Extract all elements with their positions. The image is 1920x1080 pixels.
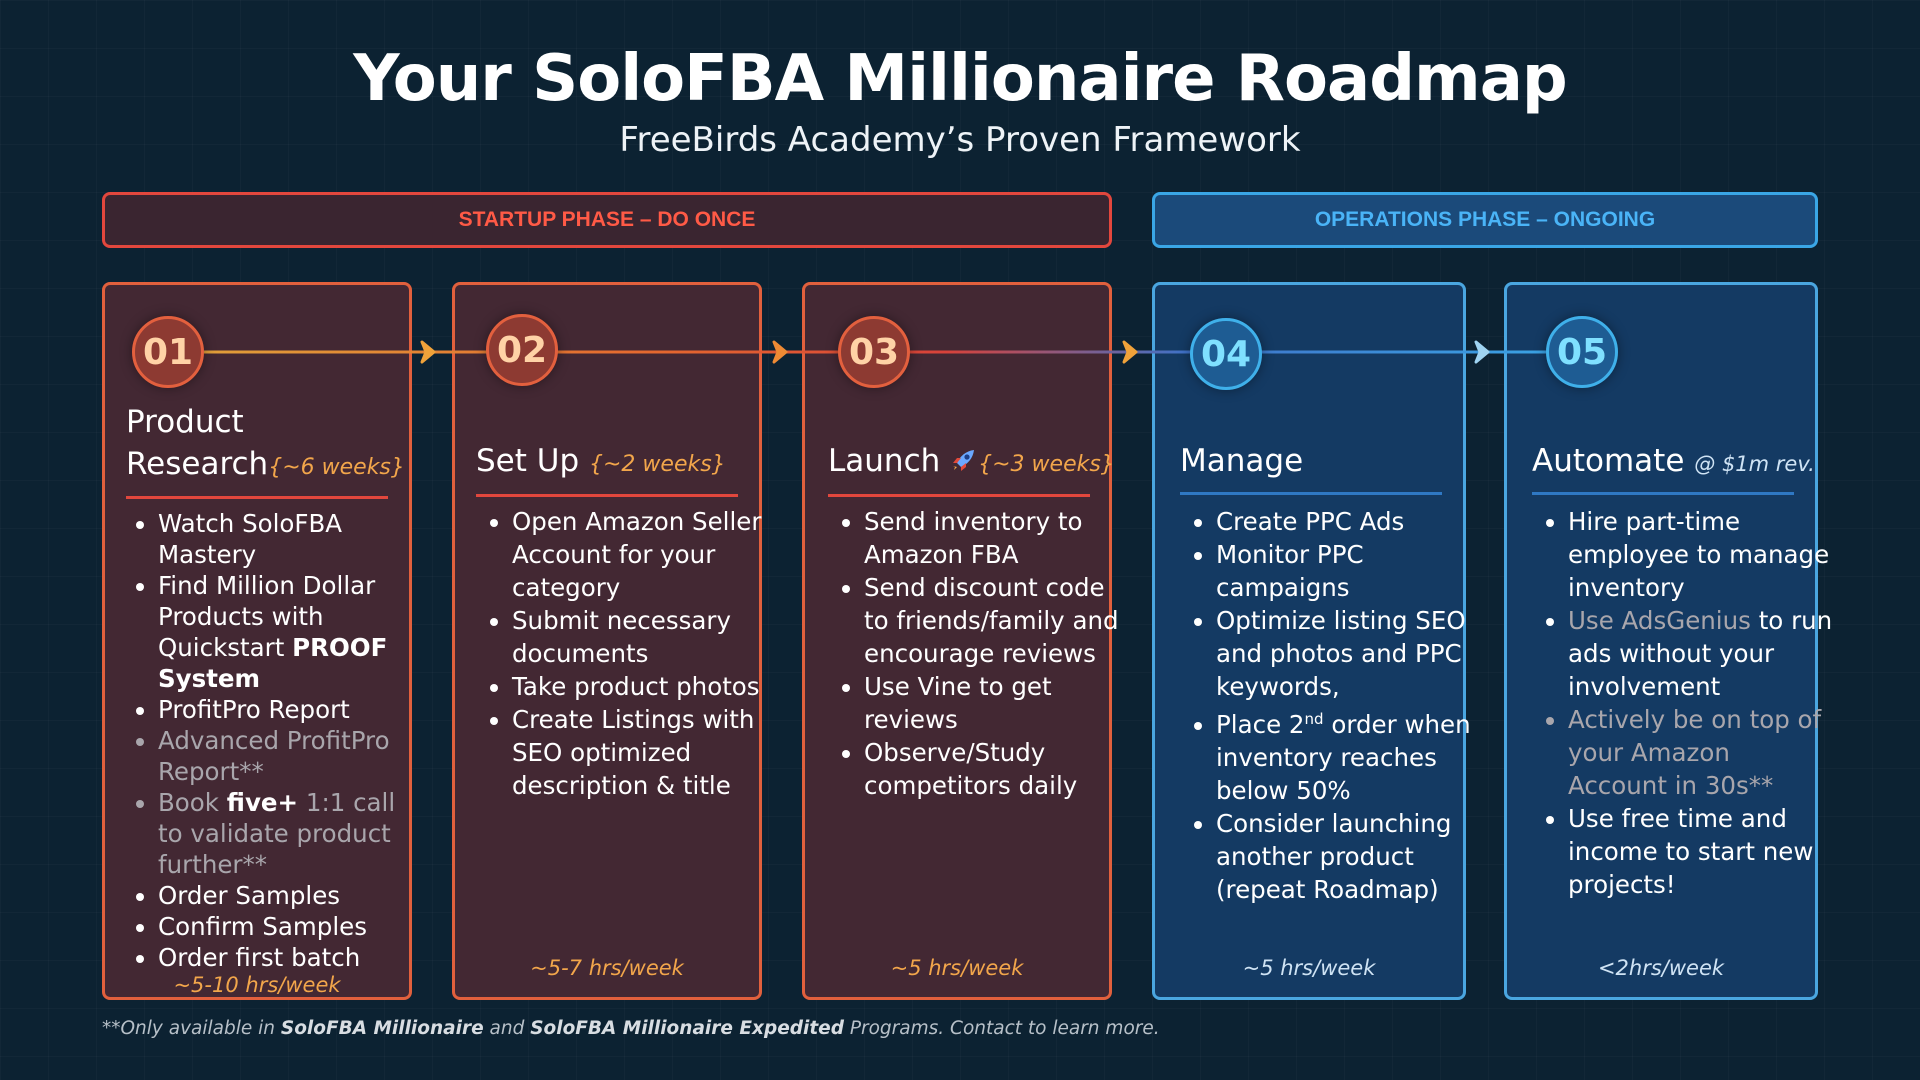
step-duration: {~2 weeks} xyxy=(589,452,726,477)
list-item: Optimize listing SEO and photos and PPC … xyxy=(1216,604,1482,703)
step-task-list: Watch SoloFBA Mastery Find Million Dolla… xyxy=(126,508,418,973)
list-item: Send discount code to friends/family and… xyxy=(864,571,1126,670)
step-task-list: Open Amazon Seller Account for your cate… xyxy=(480,505,774,802)
list-item: Submit necessary documents xyxy=(512,604,774,670)
list-item: Confirm Samples xyxy=(158,911,418,942)
list-item: Send inventory to Amazon FBA xyxy=(864,505,1126,571)
step-duration: {~6 weeks} xyxy=(268,455,405,480)
startup-phase-banner: STARTUP PHASE – DO ONCE xyxy=(102,192,1112,248)
list-item: Order Samples xyxy=(158,880,418,911)
weekly-hours: ~5-10 hrs/week xyxy=(173,973,341,997)
page-title: Your SoloFBA Millionaire Roadmap xyxy=(353,42,1567,116)
title-divider xyxy=(126,496,388,499)
list-item: Open Amazon Seller Account for your cate… xyxy=(512,505,774,604)
list-item: Consider launching another product (repe… xyxy=(1216,807,1482,906)
list-item: Create PPC Ads xyxy=(1216,505,1482,538)
step-title-line: Research xyxy=(126,446,269,482)
step-card-automate xyxy=(1504,282,1818,1000)
step-title: Manage xyxy=(1180,443,1304,479)
title-divider xyxy=(1532,492,1794,495)
step-number-badge: 03 xyxy=(838,316,910,388)
list-item: Observe/Study competitors daily xyxy=(864,736,1126,802)
step-title: Product Research{~6 weeks} xyxy=(126,401,405,489)
list-item: Advanced ProfitPro Report** xyxy=(158,725,418,787)
list-item: Create Listings with SEO optimized descr… xyxy=(512,703,774,802)
list-item: Order first batch xyxy=(158,942,418,973)
step-task-list: Create PPC Ads Monitor PPC campaigns Opt… xyxy=(1184,505,1482,906)
step-number-badge: 02 xyxy=(486,314,558,386)
step-card-launch xyxy=(802,282,1112,1000)
step-number-badge: 01 xyxy=(132,316,204,388)
operations-phase-banner: OPERATIONS PHASE – ONGOING xyxy=(1152,192,1818,248)
arrow-icon xyxy=(1474,340,1490,364)
step-duration: {~3 weeks} xyxy=(978,452,1115,477)
step-title: Automate @ $1m rev. xyxy=(1532,443,1815,479)
step-task-list: Hire part-time employee to manage invent… xyxy=(1536,505,1834,901)
list-item: Watch SoloFBA Mastery xyxy=(158,508,418,570)
list-item: Book five+ 1:1 call to validate product … xyxy=(158,787,418,880)
weekly-hours: ~5-7 hrs/week xyxy=(530,956,684,980)
rocket-icon xyxy=(953,450,975,471)
footnote: **Only available in SoloFBA Millionaire … xyxy=(102,1018,1160,1039)
list-item: Use Vine to get reviews xyxy=(864,670,1126,736)
arrow-icon xyxy=(1122,340,1138,364)
title-divider xyxy=(1180,492,1442,495)
title-divider xyxy=(476,494,738,497)
list-item: Find Million Dollar Products with Quicks… xyxy=(158,570,418,694)
list-item: Actively be on top of your Amazon Accoun… xyxy=(1568,703,1834,802)
step-card-manage xyxy=(1152,282,1466,1000)
step-title: Set Up {~2 weeks} xyxy=(476,443,726,479)
weekly-hours: <2hrs/week xyxy=(1597,956,1725,980)
step-number-badge: 05 xyxy=(1546,316,1618,388)
page-subtitle: FreeBirds Academy’s Proven Framework xyxy=(619,120,1301,160)
weekly-hours: ~5 hrs/week xyxy=(1242,956,1376,980)
title-divider xyxy=(828,494,1090,497)
step-number-badge: 04 xyxy=(1190,318,1262,390)
step-title: Launch {~3 weeks} xyxy=(828,443,1115,479)
list-item: Place 2nd order when inventory reaches b… xyxy=(1216,703,1482,807)
arrow-icon xyxy=(420,340,436,364)
list-item: Use free time and income to start new pr… xyxy=(1568,802,1834,901)
list-item: Use AdsGenius to run ads without your in… xyxy=(1568,604,1834,703)
step-card-product-research xyxy=(102,282,412,1000)
step-task-list: Send inventory to Amazon FBA Send discou… xyxy=(832,505,1126,802)
arrow-icon xyxy=(772,340,788,364)
list-item: Monitor PPC campaigns xyxy=(1216,538,1482,604)
list-item: Hire part-time employee to manage invent… xyxy=(1568,505,1834,604)
weekly-hours: ~5 hrs/week xyxy=(890,956,1024,980)
step-note: @ $1m rev. xyxy=(1694,452,1815,476)
list-item: Take product photos xyxy=(512,670,774,703)
step-title-line: Product xyxy=(126,404,244,440)
step-card-set-up xyxy=(452,282,762,1000)
list-item: ProfitPro Report xyxy=(158,694,418,725)
